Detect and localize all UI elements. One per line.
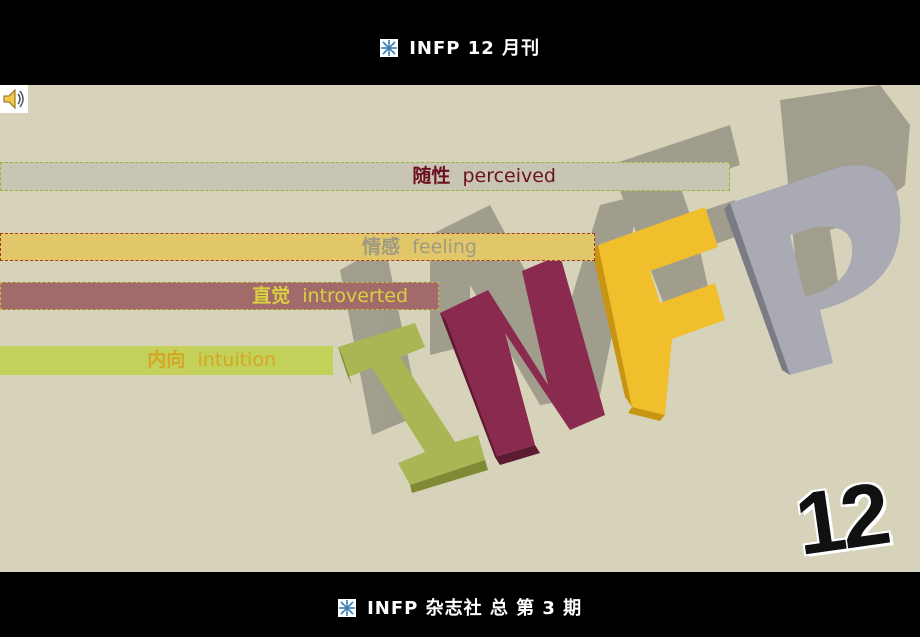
band-intuition-cn: 内向: [147, 349, 186, 371]
band-perceived-en: perceived: [462, 165, 556, 187]
letter-n-shape: [440, 255, 605, 465]
band-introverted: 直觉 introverted: [0, 282, 439, 310]
infp-3d-art: [338, 85, 910, 493]
letter-i-shape: [338, 323, 488, 493]
speaker-icon[interactable]: [0, 85, 28, 113]
band-feeling-en: feeling: [412, 236, 477, 258]
top-bar: [0, 0, 920, 85]
header-logo-text: INFP: [409, 38, 461, 59]
band-feeling: 情感 feeling: [0, 233, 595, 261]
header-number: 12: [467, 38, 495, 59]
band-introverted-cn: 直觉: [252, 285, 291, 307]
issue-number: 12: [789, 463, 893, 572]
band-intuition-en: intuition: [197, 349, 277, 371]
bottom-bar: [0, 572, 920, 637]
band-feeling-cn: 情感: [362, 236, 401, 258]
header-title-suffix: 月刊: [502, 38, 541, 59]
band-perceived-cn: 随性: [412, 165, 451, 187]
letter-p-shape: [724, 165, 901, 375]
snowflake-icon: [379, 39, 398, 57]
footer-line: INFP 杂志社 总 第 3 期: [0, 594, 920, 620]
page-title: INFP 12 月刊: [0, 34, 920, 60]
footer-text: INFP 杂志社 总 第 3 期: [367, 598, 583, 619]
main-stage: 随性 perceived 情感 feeling 直觉 introverted 内…: [0, 85, 920, 572]
band-introverted-en: introverted: [302, 285, 408, 307]
band-perceived: 随性 perceived: [0, 162, 730, 191]
band-intuition: 内向 intuition: [0, 346, 333, 375]
snowflake-icon: [337, 599, 356, 617]
letter-f-shape: [592, 207, 725, 421]
